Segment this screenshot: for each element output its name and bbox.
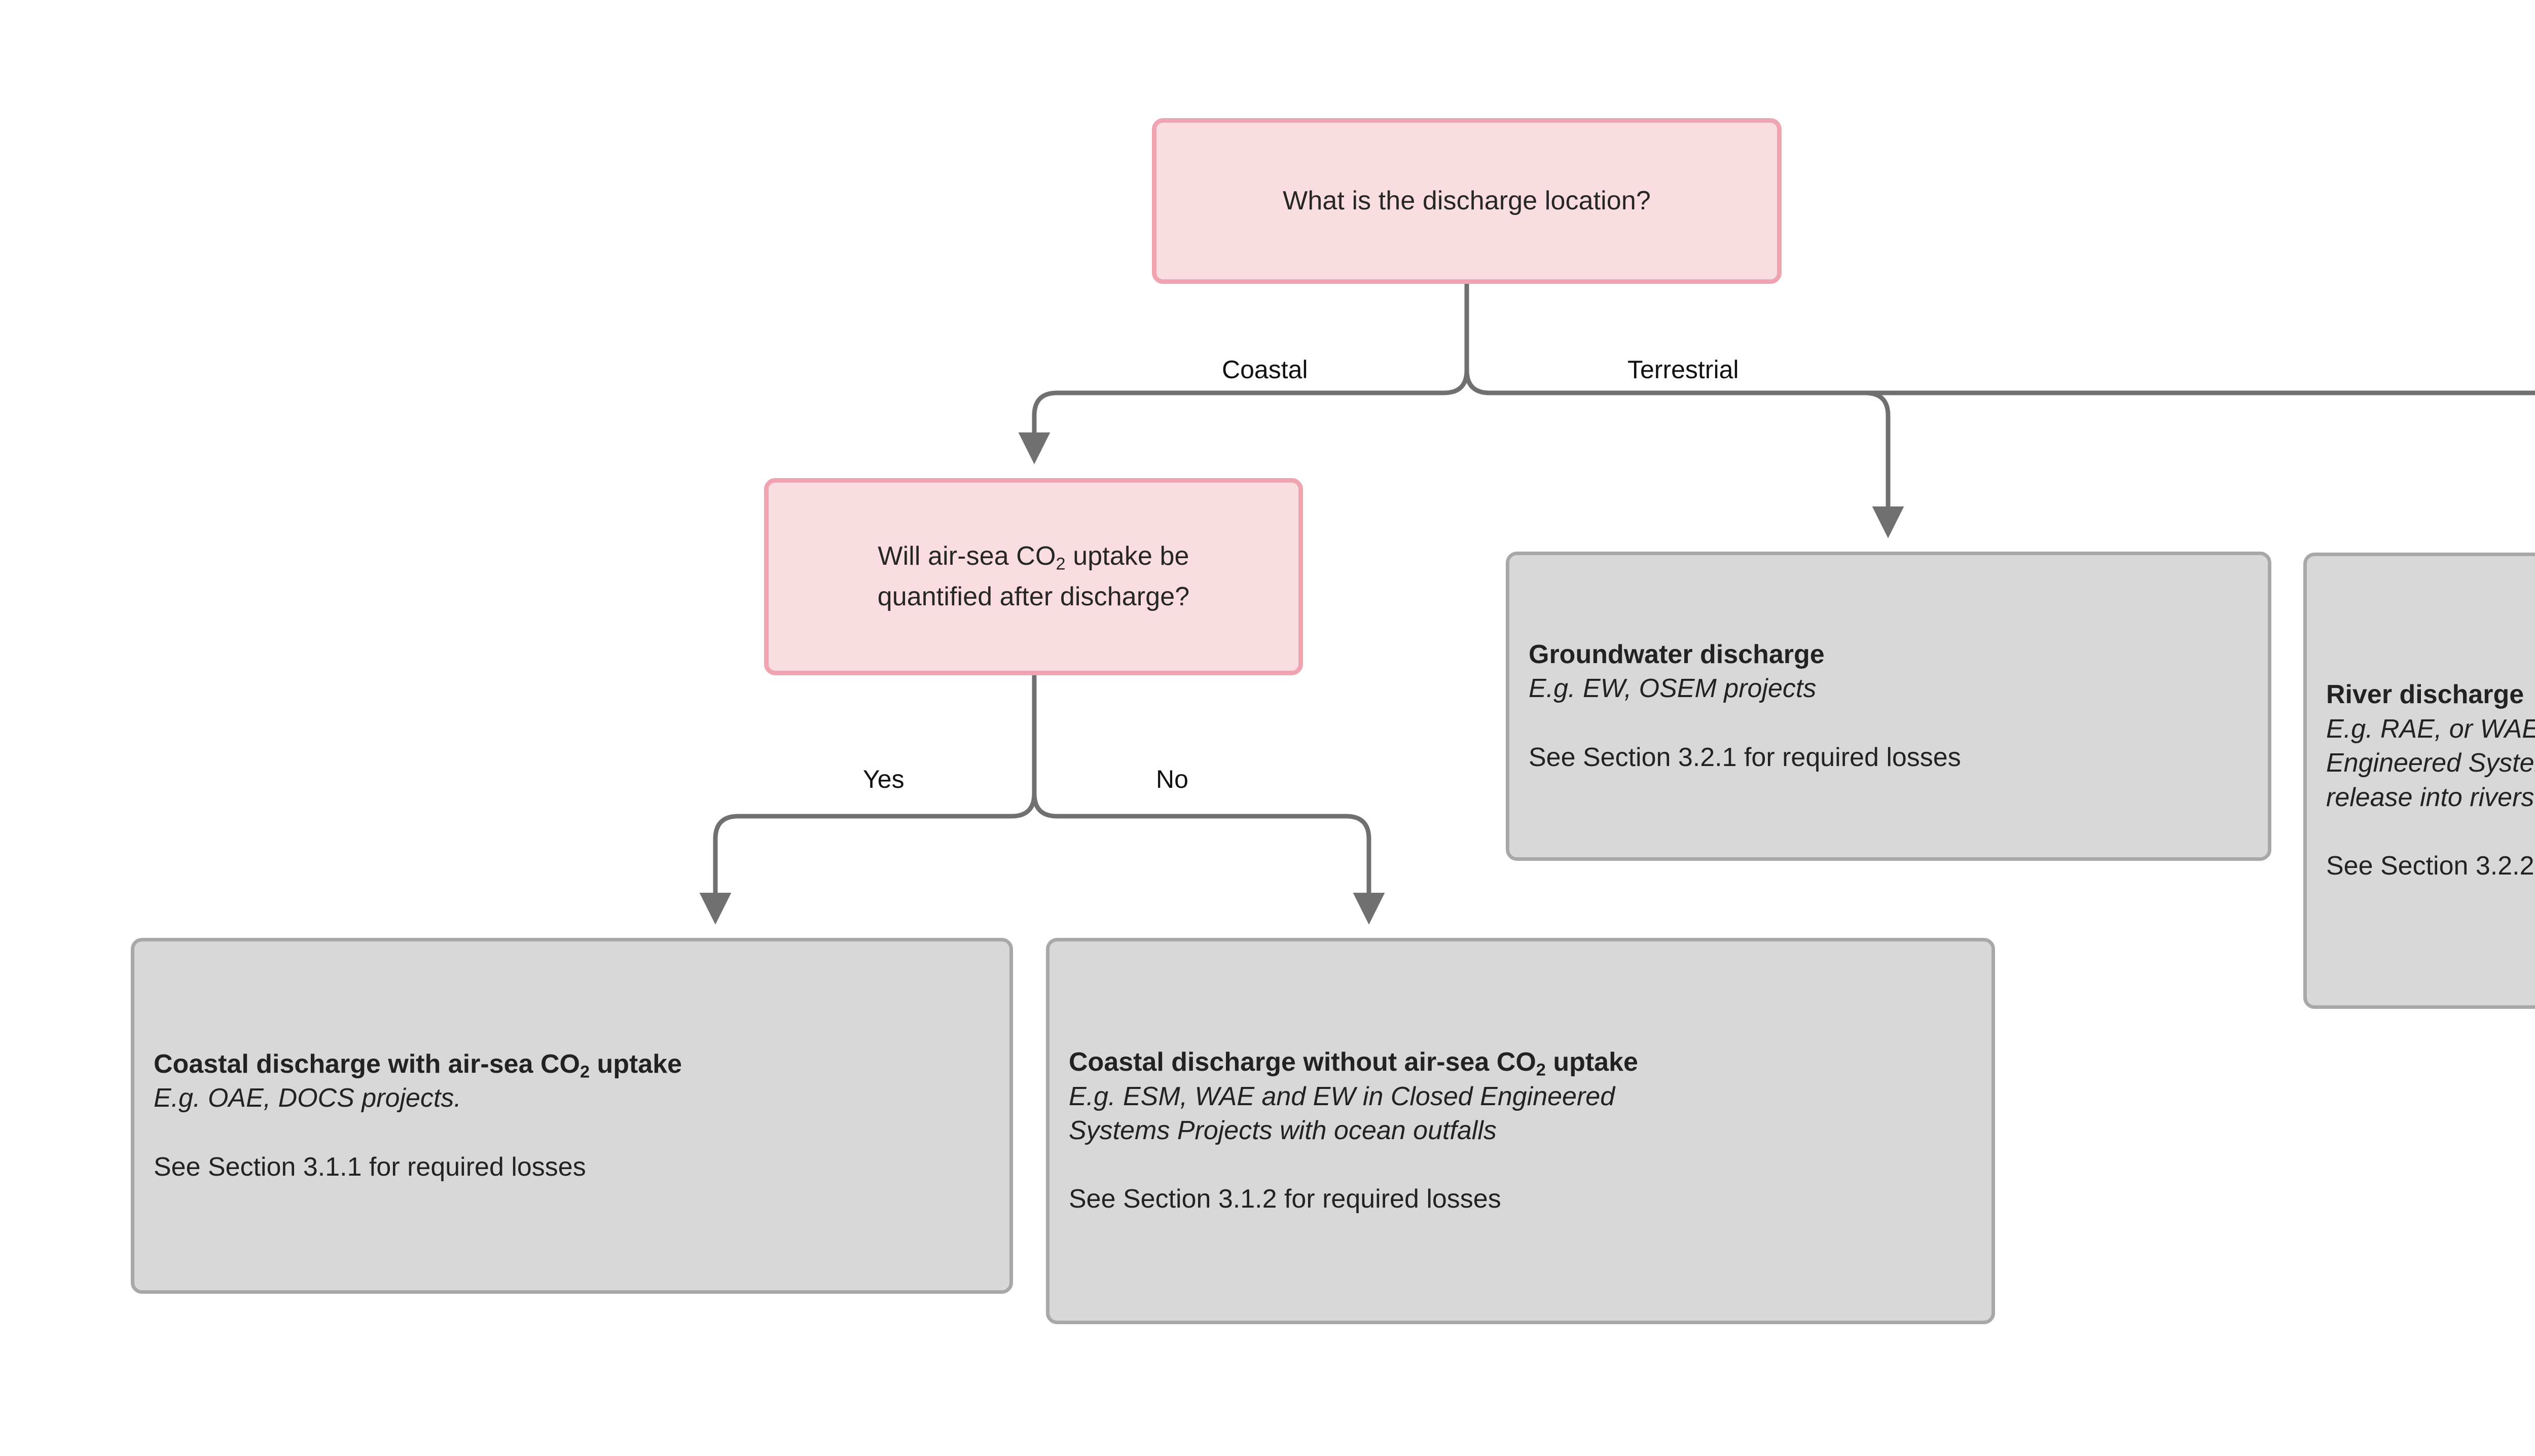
node-airsea-uptake-question[interactable]: Will air-sea CO2 uptake be quantified af…: [764, 478, 1303, 675]
node-coastal-without-body: Coastal discharge without air-sea CO2 up…: [1049, 1045, 1991, 1217]
co2-subscript: 2: [580, 1062, 590, 1082]
edge-root-to-river: [1464, 281, 2535, 395]
node-river-example-line1: E.g. RAE, or WAE and EW in Closed: [2326, 714, 2535, 744]
node-coastal-without-example-line1: E.g. ESM, WAE and EW in Closed Engineere…: [1069, 1081, 1615, 1111]
node-coastal-with-example: E.g. OAE, DOCS projects.: [154, 1083, 461, 1113]
edge-label-coastal: Coastal: [1217, 355, 1313, 384]
node-coastal-without-title: Coastal discharge without air-sea CO2 up…: [1069, 1047, 1638, 1080]
node-groundwater-body: Groundwater discharge E.g. EW, OSEM proj…: [1509, 638, 2268, 775]
node-coastal-without-section-ref: See Section 3.1.2 for required losses: [1069, 1184, 1501, 1214]
node-groundwater-example: E.g. EW, OSEM projects: [1529, 674, 1817, 704]
node-groundwater-title: Groundwater discharge: [1529, 639, 1825, 669]
edge-airsea-to-coastal-with: [699, 673, 1037, 925]
node-coastal-discharge-with-uptake[interactable]: Coastal discharge with air-sea CO2 uptak…: [131, 938, 1013, 1294]
node-river-example-line2: Engineered Systems Projects that: [2326, 748, 2535, 778]
node-groundwater-discharge[interactable]: Groundwater discharge E.g. EW, OSEM proj…: [1506, 552, 2271, 861]
edge-airsea-to-coastal-without: [1032, 673, 1385, 925]
node-root-label: What is the discharge location?: [1283, 186, 1651, 215]
edge-label-terrestrial: Terrestrial: [1622, 355, 1744, 384]
node-river-example-line3: release into rivers: [2326, 783, 2534, 812]
node-coastal-without-example-line2: Systems Projects with ocean outfalls: [1069, 1116, 1497, 1146]
co2-subscript: 2: [1056, 555, 1066, 574]
node-coastal-discharge-without-uptake[interactable]: Coastal discharge without air-sea CO2 up…: [1046, 938, 1995, 1324]
edge-root-to-groundwater: [1464, 281, 1904, 538]
edge-label-no: No: [1151, 765, 1193, 794]
node-river-body: River discharge E.g. RAE, or WAE and EW …: [2307, 678, 2535, 884]
edge-label-yes: Yes: [858, 765, 910, 794]
node-airsea-label-line1: Will air-sea CO2 uptake be: [878, 541, 1189, 574]
node-coastal-with-body: Coastal discharge with air-sea CO2 uptak…: [134, 1047, 1009, 1184]
node-river-title: River discharge: [2326, 680, 2524, 710]
node-coastal-with-section-ref: See Section 3.1.1 for required losses: [154, 1152, 586, 1182]
node-airsea-label-line2: quantified after discharge?: [877, 581, 1190, 611]
node-river-section-ref: See Section 3.2.2 for required losses: [2326, 851, 2535, 881]
node-discharge-location-question[interactable]: What is the discharge location?: [1152, 118, 1782, 284]
node-groundwater-section-ref: See Section 3.2.1 for required losses: [1529, 742, 1961, 772]
node-river-discharge[interactable]: River discharge E.g. RAE, or WAE and EW …: [2303, 553, 2535, 1009]
co2-subscript: 2: [1536, 1060, 1546, 1080]
node-coastal-with-title: Coastal discharge with air-sea CO2 uptak…: [154, 1049, 682, 1082]
